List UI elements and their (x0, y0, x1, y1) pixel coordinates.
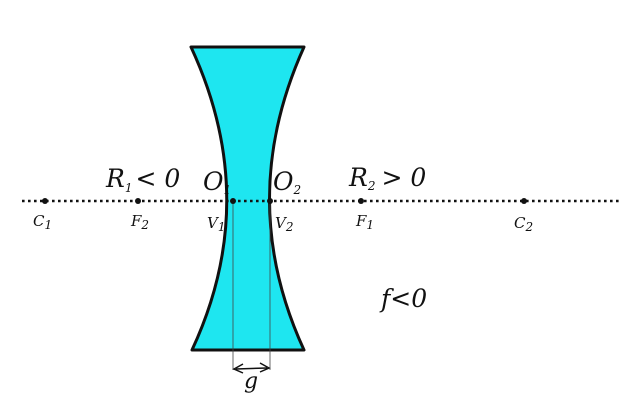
focal-length-label: f<0 (379, 284, 427, 313)
label-c1: C1 (33, 212, 52, 232)
label-v1: V1 (207, 214, 225, 234)
thickness-label: g (244, 369, 258, 394)
label-r2: R2> 0 (348, 163, 426, 193)
point-c2 (521, 198, 527, 204)
point-v1 (230, 198, 236, 204)
biconcave-lens (189, 45, 306, 352)
label-v2: V2 (275, 214, 293, 234)
label-o1: O1 (203, 167, 231, 197)
point-f1 (358, 198, 364, 204)
label-f2: F2 (130, 212, 149, 232)
label-o2: O2 (273, 167, 301, 197)
point-v2 (267, 198, 273, 204)
thickness-arrowhead-right (259, 362, 271, 373)
label-r1: R1< 0 (105, 164, 180, 195)
label-c2: C2 (514, 214, 533, 234)
thickness-arrowhead-left (232, 363, 244, 374)
label-f1: F1 (355, 212, 374, 232)
point-c1 (42, 198, 48, 204)
point-f2 (135, 198, 141, 204)
thickness-arrow (235, 367, 268, 370)
